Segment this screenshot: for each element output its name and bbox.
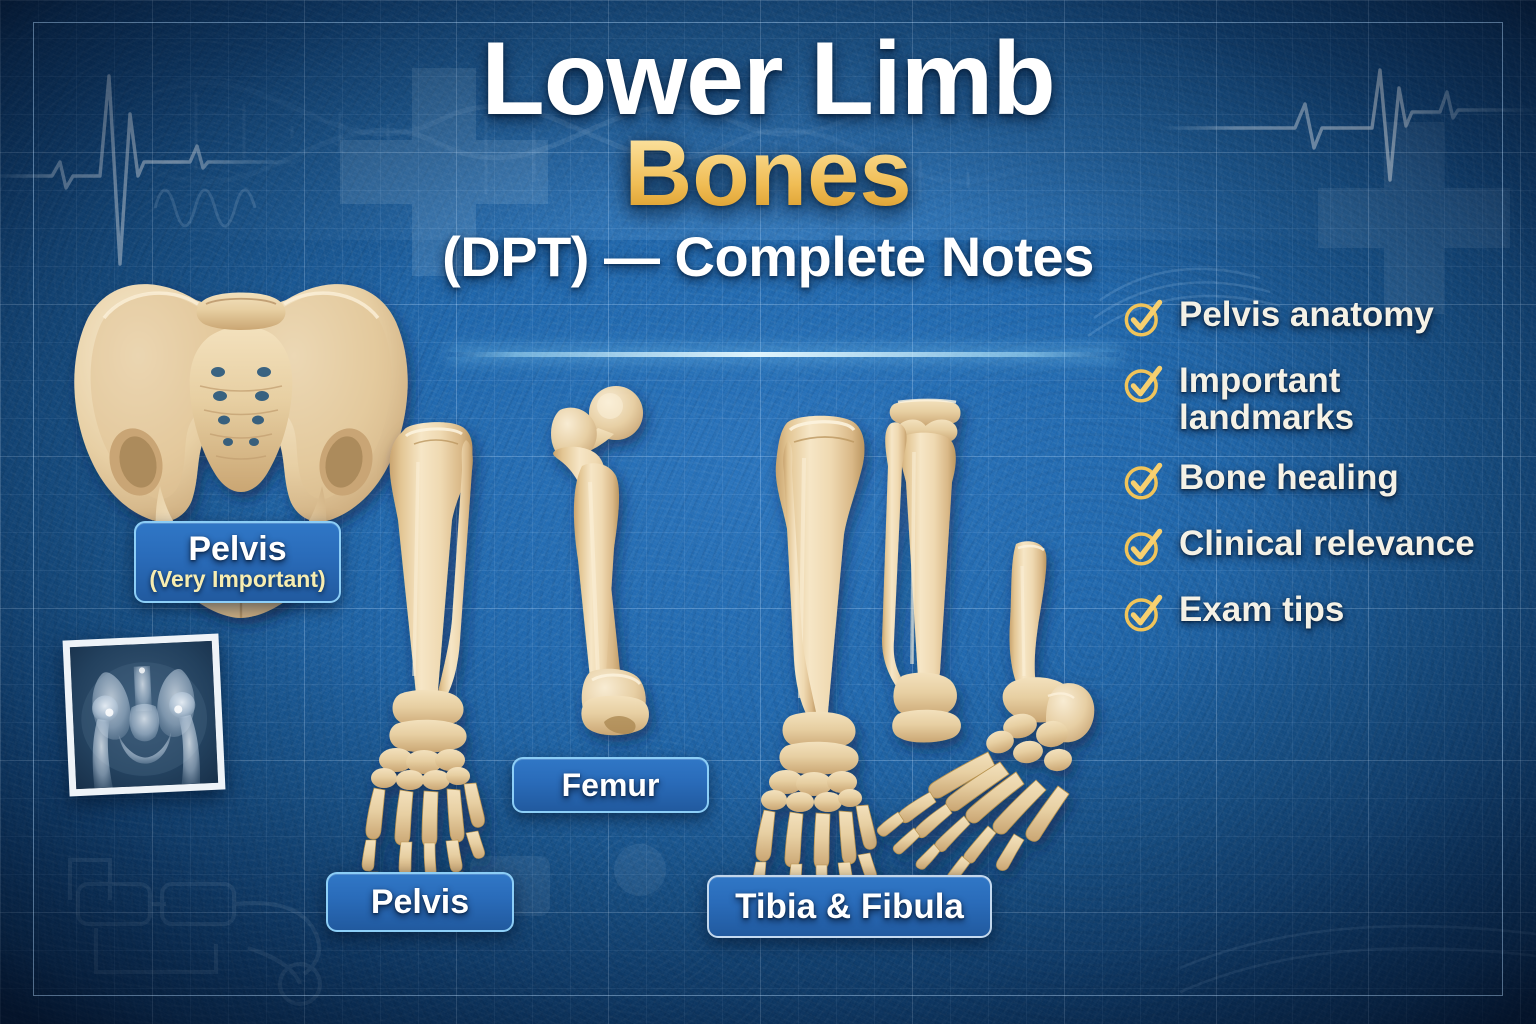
title-divider: [448, 352, 1120, 357]
checklist-item-label: Pelvis anatomy: [1179, 295, 1434, 334]
checklist-item: Exam tips: [1122, 589, 1514, 635]
page-title-line1: Lower Limb: [481, 21, 1056, 137]
tibia-fibula-illustration: [882, 398, 961, 743]
pelvis-xray-photo: [62, 633, 226, 797]
label-text: Pelvis: [370, 882, 470, 921]
checklist-item: Bone healing: [1122, 457, 1514, 503]
checklist-item-label: Important landmarks: [1179, 361, 1355, 438]
title-block: Lower Limb Bones (DPT) — Complete Notes: [0, 26, 1536, 289]
label-femur: Femur: [512, 757, 709, 813]
checklist-item-label: Bone healing: [1179, 457, 1399, 497]
check-circle-icon: [1124, 462, 1163, 500]
checklist-item-label: Exam tips: [1179, 589, 1345, 629]
checklist-item: Important landmarks: [1122, 362, 1514, 437]
check-circle-icon: [1124, 594, 1163, 632]
label-pelvis: Pelvis: [326, 872, 514, 932]
label-tibia-fibula: Tibia & Fibula: [707, 875, 992, 938]
tibia-fibula-foot-illustration-right: [751, 415, 877, 922]
check-circle-icon: [1124, 528, 1163, 566]
checklist-item-label: Clinical relevance: [1179, 523, 1475, 563]
tibia-fibula-foot-illustration-left: [361, 422, 485, 900]
label-text: Pelvis: [188, 529, 287, 568]
page-title-line2: Bones: [0, 126, 1536, 220]
femur-bone-illustration: [551, 386, 649, 736]
label-text: Femur: [561, 766, 660, 803]
checklist-item: Pelvis anatomy: [1122, 296, 1514, 340]
label-pelvis-very-important: Pelvis (Very Important): [134, 521, 341, 603]
label-text: Tibia & Fibula: [735, 886, 964, 926]
label-subtext: (Very Important): [149, 565, 326, 592]
check-circle-icon: [1124, 365, 1163, 403]
feature-checklist: Pelvis anatomy Important landmarks Bone …: [1122, 296, 1514, 657]
page-subtitle: (DPT) — Complete Notes: [442, 225, 1094, 289]
checklist-item: Clinical relevance: [1122, 523, 1514, 569]
check-circle-icon: [1124, 299, 1163, 337]
